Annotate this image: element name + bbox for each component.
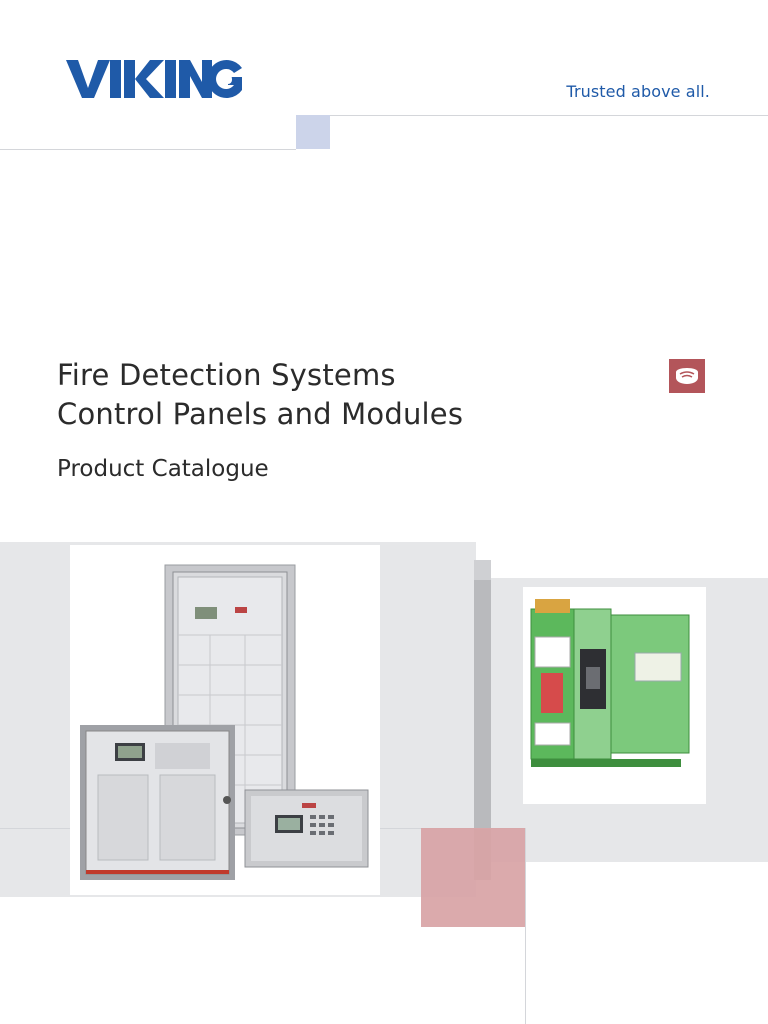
- din-rail-modules-photo: [523, 587, 706, 804]
- header-accent-square: [296, 115, 330, 149]
- rose-accent-square: [421, 828, 525, 927]
- gray-strip: [474, 560, 491, 880]
- smoke-detector-icon: [669, 359, 705, 393]
- viking-logo-icon: [66, 60, 242, 98]
- control-panels-photo: [70, 545, 380, 895]
- header-divider-left: [0, 149, 296, 150]
- catalogue-title-line-1: Fire Detection Systems: [57, 358, 396, 392]
- lower-divider-vertical: [525, 828, 526, 1024]
- gray-strip-light: [474, 560, 491, 580]
- catalogue-subtitle: Product Catalogue: [57, 456, 269, 482]
- catalogue-title-line-2: Control Panels and Modules: [57, 397, 464, 431]
- brand-tagline: Trusted above all.: [566, 82, 710, 101]
- header-divider-right: [330, 115, 768, 116]
